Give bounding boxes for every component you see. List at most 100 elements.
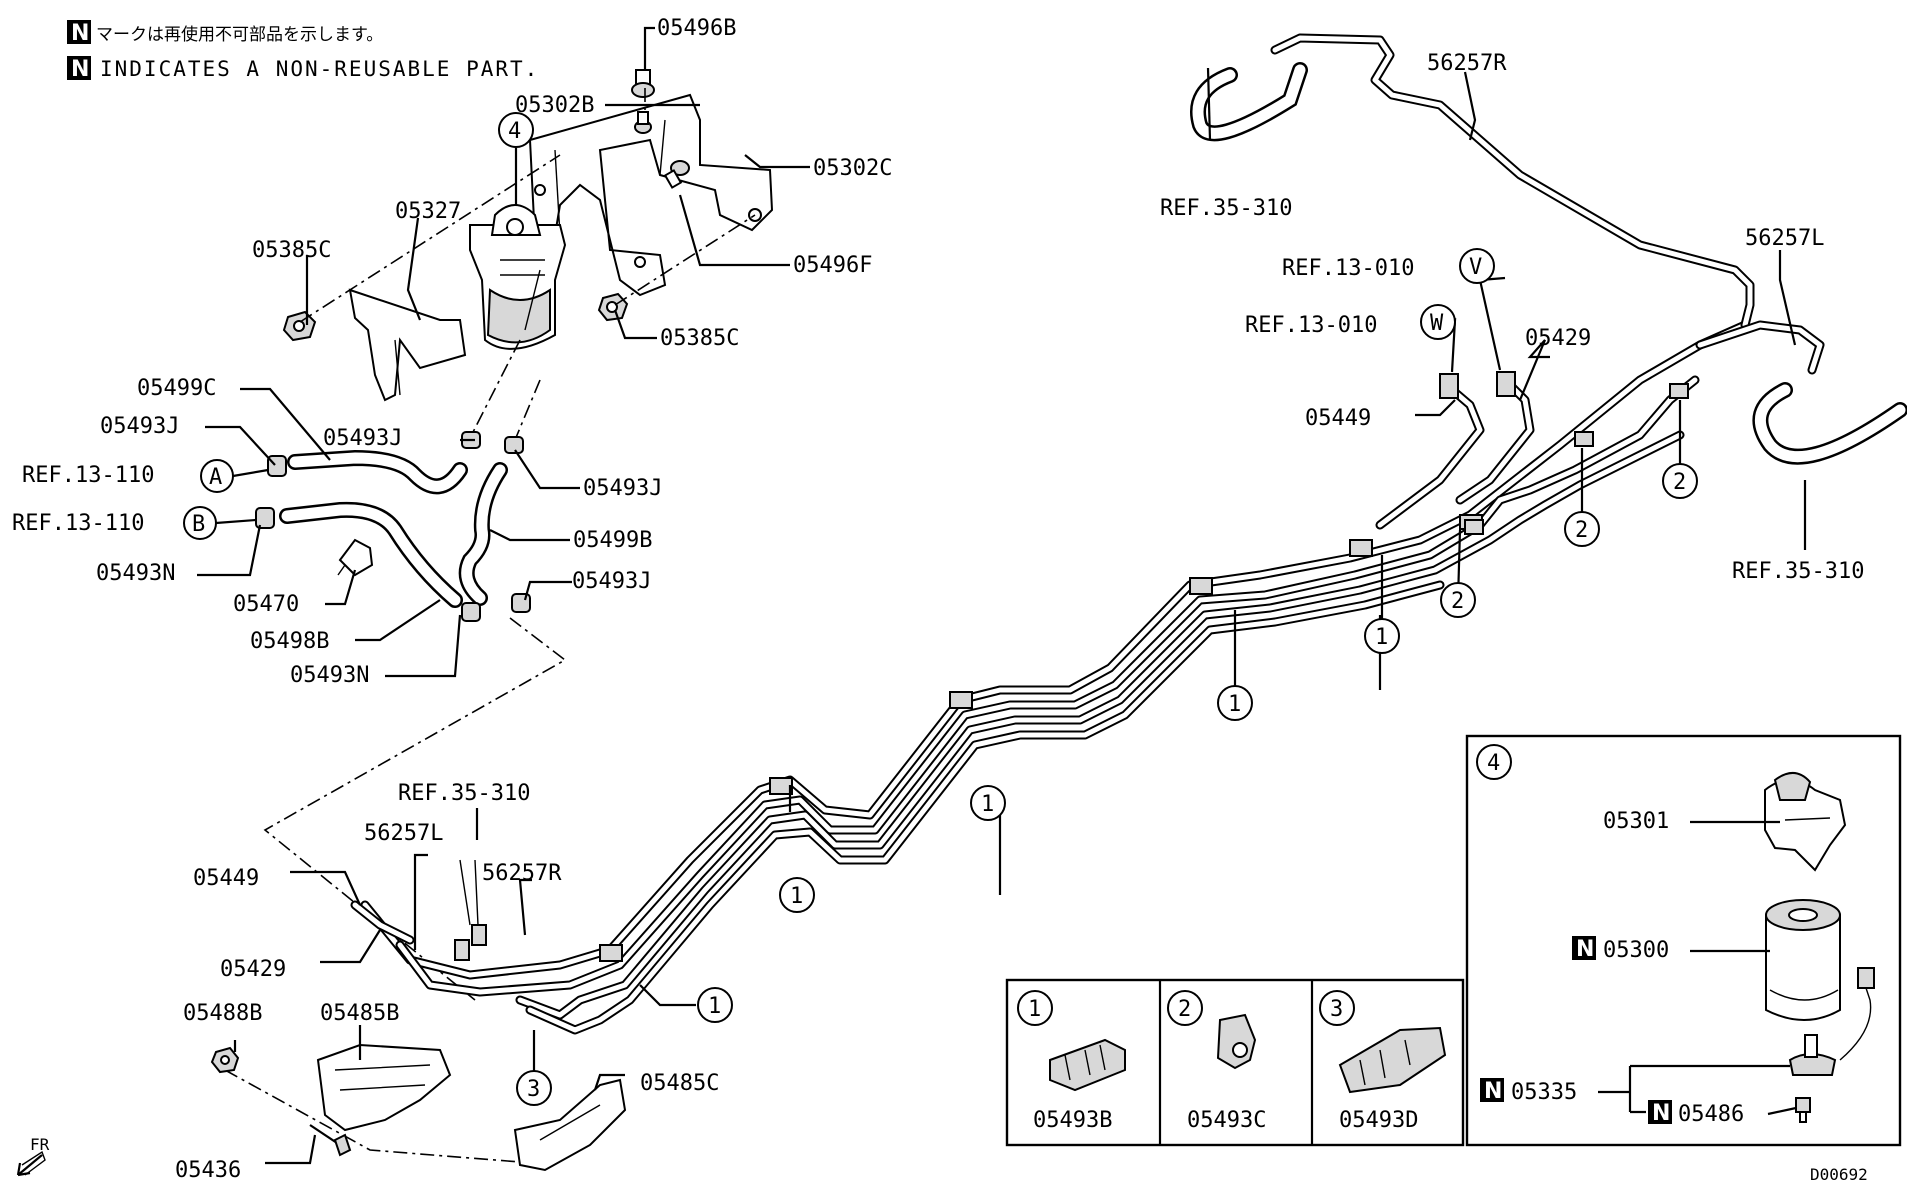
leader-line <box>1598 1064 1790 1114</box>
callout-A: A <box>200 459 269 493</box>
label-05449: 05449 <box>1305 406 1371 431</box>
label-05449: 05449 <box>193 866 259 891</box>
alignment-line <box>469 339 521 439</box>
part-labels: 05496B 05302B 05302C 05327 05385C 05496F… <box>12 16 1868 1184</box>
label-05335: 05335 <box>1511 1080 1577 1105</box>
label-ref-13-110: REF.13-110 <box>22 463 154 488</box>
label-drawing-number: D00692 <box>1810 1165 1868 1184</box>
clip-callout-2: 2 <box>1662 463 1698 499</box>
svg-text:N: N <box>71 57 89 82</box>
drain-plug-05486 <box>1795 1097 1811 1123</box>
label-05485B: 05485B <box>320 1001 399 1026</box>
pipe-56257L <box>1695 320 1825 375</box>
label-05470: 05470 <box>233 592 299 617</box>
front-arrow-icon <box>16 1150 46 1177</box>
bolt-05436 <box>309 1124 352 1157</box>
svg-text:2: 2 <box>1451 589 1464 614</box>
callout-V: V <box>1459 248 1495 284</box>
label-56257R: 56257R <box>1427 51 1507 76</box>
label-05485C: 05485C <box>640 1071 719 1096</box>
label-05486: 05486 <box>1678 1102 1744 1127</box>
clip-callout-1: 1 <box>970 785 1006 821</box>
label-05498B: 05498B <box>250 629 329 654</box>
svg-text:N: N <box>1484 1079 1502 1104</box>
svg-text:A: A <box>209 465 222 490</box>
clip-callout-2: 2 <box>1440 582 1476 618</box>
svg-text:4: 4 <box>508 119 521 144</box>
label-ref-35-310: REF.35-310 <box>1732 559 1864 584</box>
label-05302B: 05302B <box>515 93 594 118</box>
label-ref-35-310: REF.35-310 <box>398 781 530 806</box>
svg-text:B: B <box>192 512 205 537</box>
label-ref-13-010: REF.13-010 <box>1282 256 1414 281</box>
svg-text:1: 1 <box>1228 692 1241 717</box>
non-reusable-note-en: N INDICATES A NON-REUSABLE PART. <box>67 56 539 82</box>
label-ref-35-310: REF.35-310 <box>1160 196 1292 221</box>
pipe-end-05449 <box>350 900 415 945</box>
sensor-05335 <box>1788 967 1875 1076</box>
clip-callout-3: 3 <box>516 1070 552 1106</box>
leader-line <box>1767 1106 1797 1116</box>
svg-text:2: 2 <box>1178 997 1191 1022</box>
label-05496B: 05496B <box>657 16 736 41</box>
svg-text:4: 4 <box>1487 751 1500 776</box>
label-05385C: 05385C <box>252 238 331 263</box>
clamp-05493N-b <box>461 602 481 622</box>
alignment-line <box>224 1069 521 1163</box>
callout-W: W <box>1420 304 1456 340</box>
clip-callout-2: 2 <box>1564 511 1600 547</box>
svg-text:2: 2 <box>1575 518 1588 543</box>
hose-ref35-310-top <box>1190 62 1308 142</box>
filter-cartridge-05300 <box>1765 899 1841 1021</box>
svg-text:1: 1 <box>708 994 721 1019</box>
svg-text:INDICATES A NON-REUSABLE PART.: INDICATES A NON-REUSABLE PART. <box>100 57 539 81</box>
clip-callout-1: 1 <box>697 987 733 1023</box>
detail-4-box: 4 05301 N 05300 N 05335 <box>1465 734 1902 1147</box>
non-reusable-note-jp: N マークは再使用不可部品を示します。 <box>67 20 383 46</box>
label-05493J: 05493J <box>100 414 179 439</box>
clamp-05493N-a <box>255 507 275 529</box>
bolt-05496B <box>631 69 655 98</box>
clip-callout-1: 1 <box>779 877 815 913</box>
label-56257R: 56257R <box>482 861 562 886</box>
pipe-clips <box>599 383 1689 962</box>
bracket-05485C <box>513 1078 627 1172</box>
hose-05498B <box>279 501 463 608</box>
label-ref-13-010: REF.13-010 <box>1245 313 1377 338</box>
pipe-05429-top <box>1455 371 1535 505</box>
label-05302C: 05302C <box>813 156 892 181</box>
label-05327: 05327 <box>395 199 461 224</box>
svg-text:N: N <box>71 21 89 46</box>
label-05493J: 05493J <box>583 476 662 501</box>
clamp-05493J-c <box>504 436 524 454</box>
svg-text:マークは再使用不可部品を示します。: マークは再使用不可部品を示します。 <box>96 24 383 45</box>
legend-cell-3: 3 05493D <box>1319 990 1447 1133</box>
label-05300: 05300 <box>1603 938 1669 963</box>
callout-4-top: 4 <box>498 112 534 148</box>
svg-text:N: N <box>1576 937 1594 962</box>
pipe-56257R <box>1270 33 1755 330</box>
clip-callout-1: 1 <box>1217 685 1253 721</box>
nut-05488B <box>210 1046 240 1074</box>
hose-ref35-310-right <box>1752 382 1907 465</box>
label-05436: 05436 <box>175 1158 241 1183</box>
label-05496F: 05496F <box>793 253 872 278</box>
nut-05385C-right <box>597 292 629 322</box>
label-05488B: 05488B <box>183 1001 262 1026</box>
legend-part-05493C: 05493C <box>1187 1108 1266 1133</box>
label-05493J: 05493J <box>323 426 402 451</box>
callout-B: B <box>183 506 257 540</box>
alignment-line <box>614 214 756 306</box>
hose-05499B <box>458 462 508 606</box>
bolt-05496F <box>663 160 690 189</box>
bracket-05485B <box>316 1043 452 1132</box>
legend-cell-1: 1 05493B <box>1017 990 1126 1133</box>
bolt-05496B-2 <box>634 111 652 134</box>
hose-05499C <box>287 449 468 495</box>
label-05493N: 05493N <box>96 561 175 586</box>
clamp-05493J-d <box>511 593 531 613</box>
fuel-filter-assembly <box>469 204 567 350</box>
bracket-05302 <box>528 93 774 297</box>
legend-cell-2: 2 05493C <box>1167 990 1266 1133</box>
